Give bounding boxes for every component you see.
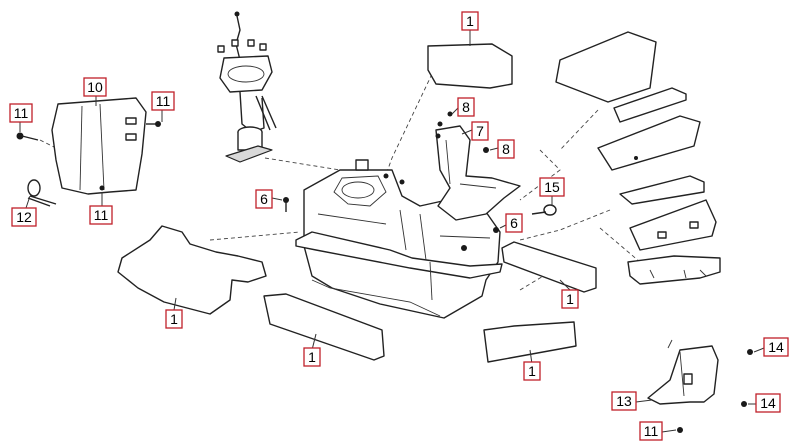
callout-1-top: 1 — [461, 11, 479, 31]
callout-10: 10 — [83, 77, 107, 97]
callout-11-bottom-right: 11 — [639, 421, 663, 441]
fuel-pump-assembly — [217, 11, 277, 163]
svg-text:1: 1 — [170, 311, 178, 327]
svg-text:11: 11 — [94, 207, 109, 223]
svg-text:15: 15 — [544, 179, 560, 195]
tank-bracket-7 — [435, 111, 521, 233]
svg-text:11: 11 — [156, 93, 171, 109]
svg-text:8: 8 — [502, 141, 510, 157]
fuel-cap-15 — [531, 204, 557, 216]
svg-text:7: 7 — [476, 123, 484, 139]
svg-text:11: 11 — [644, 423, 659, 439]
callout-11-left: 11 — [9, 103, 33, 123]
callout-14-bottom: 14 — [755, 393, 781, 413]
svg-text:6: 6 — [510, 215, 518, 231]
svg-text:10: 10 — [87, 79, 103, 95]
svg-text:14: 14 — [768, 339, 784, 355]
callout-8-right: 8 — [497, 139, 515, 159]
svg-text:1: 1 — [528, 363, 536, 379]
hose-clamp-12 — [27, 179, 57, 207]
svg-text:13: 13 — [616, 393, 632, 409]
callout-11-right: 11 — [151, 91, 175, 111]
callout-6-right: 6 — [505, 213, 523, 233]
svg-text:14: 14 — [760, 395, 776, 411]
svg-text:1: 1 — [308, 349, 316, 365]
callout-1-bottom-right: 1 — [523, 361, 541, 381]
callout-14-top: 14 — [763, 337, 789, 357]
callout-1-left: 1 — [165, 309, 183, 329]
callout-1-bottom: 1 — [303, 347, 321, 367]
heat-shield-10 — [16, 97, 161, 195]
svg-text:6: 6 — [260, 191, 268, 207]
svg-text:11: 11 — [14, 105, 29, 121]
insulation-pads — [117, 43, 597, 363]
callout-1-right: 1 — [561, 289, 579, 309]
bolts-6 — [283, 197, 289, 212]
callout-8-top: 8 — [457, 97, 475, 117]
svg-text:8: 8 — [462, 99, 470, 115]
callout-12: 12 — [11, 207, 37, 227]
callout-15: 15 — [539, 177, 565, 197]
svg-text:12: 12 — [16, 209, 32, 225]
callout-6-left: 6 — [255, 189, 273, 209]
exploded-panels — [555, 31, 721, 285]
svg-text:1: 1 — [466, 13, 474, 29]
callout-7: 7 — [471, 121, 489, 141]
callout-11-bottom: 11 — [89, 205, 113, 225]
bracket-13 — [647, 339, 753, 433]
svg-text:1: 1 — [566, 291, 574, 307]
callout-13: 13 — [611, 391, 637, 411]
